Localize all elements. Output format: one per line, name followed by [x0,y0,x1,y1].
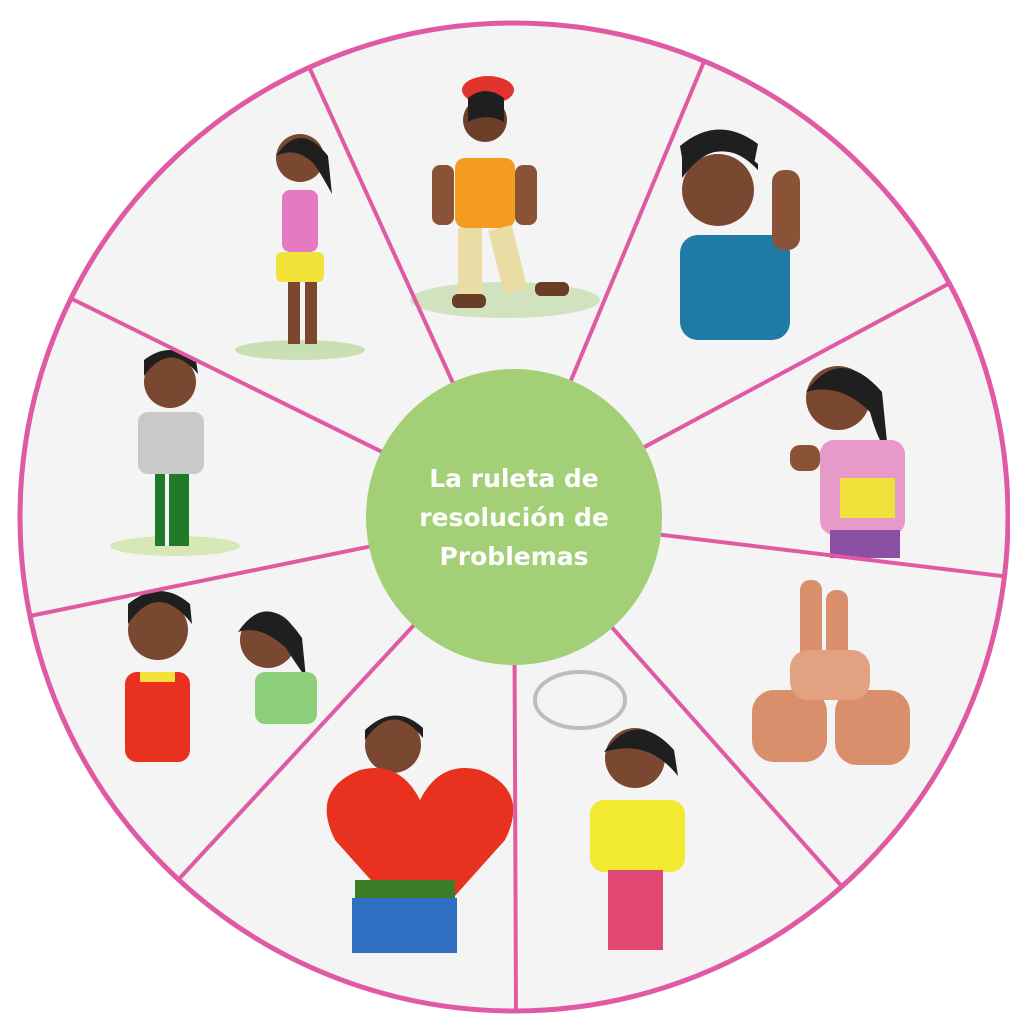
segment-illustration-two-children [125,591,317,762]
segment-illustration-thinking-girl [533,670,685,950]
segment-illustration-thinking-boy [680,129,800,340]
segment-illustration-counting-girl [790,366,905,558]
wheel-outer-ring [17,20,1010,1014]
center-title-line: La ruleta de [429,463,599,493]
center-title-line: resolución de [419,502,609,532]
center-title-line: Problemas [439,541,589,571]
segment-illustration-hands [752,580,910,765]
center-title: La ruleta de resolución de Problemas [404,459,624,576]
segment-illustration-standing-boy [110,350,240,556]
segment-illustration-standing-girl [235,134,365,360]
segment-illustration-walking-child [410,76,600,318]
segment-illustration-heart-boy [326,715,514,953]
center-hub: La ruleta de resolución de Problemas [366,369,662,665]
